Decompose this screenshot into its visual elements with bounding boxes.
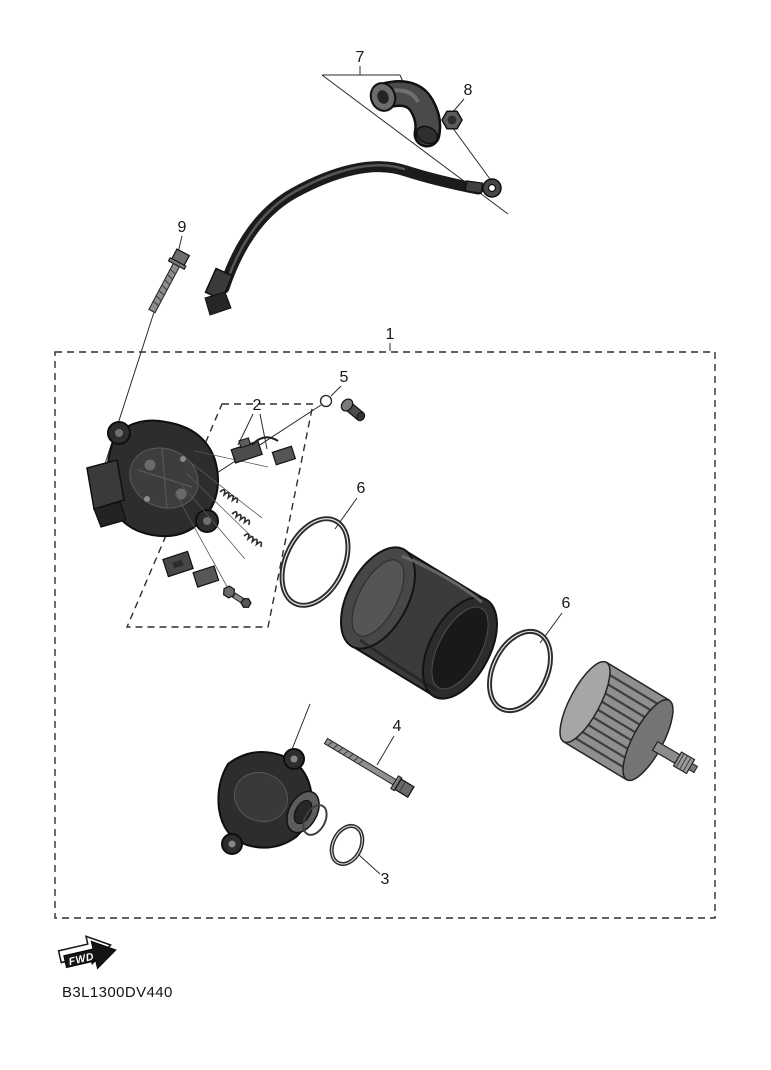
callout-4: 4 [393,718,402,735]
callout-7: 7 [356,49,365,66]
screw [319,394,366,422]
callout-3: 3 [381,871,390,888]
through-bolt [323,737,415,798]
brush-assembly-boundary-box [125,403,314,628]
rear-bracket-assembly [86,419,219,538]
o-ring-small [329,824,365,866]
yoke-housing [340,546,498,700]
fwd-label: FWD [68,951,96,968]
callout-8: 8 [464,82,473,99]
callout-1: 1 [386,326,395,343]
starter-cable [204,161,502,316]
ring-terminal [464,178,502,198]
brush-set [162,436,297,608]
armature [559,660,699,782]
o-ring-1 [279,516,351,608]
callout-2: 2 [253,397,262,414]
cable-boot [369,80,442,148]
callout-6b: 6 [562,595,571,612]
brush-springs [219,489,263,548]
armature-shaft [651,740,699,775]
callout-5: 5 [340,369,349,386]
callout-9: 9 [178,219,187,236]
callout-6a: 6 [357,480,366,497]
o-ring-2 [487,628,553,714]
mount-bolt [148,248,191,314]
cable-clamp [204,267,234,316]
assembly-boundary-box [54,351,716,919]
alignment-lines [175,450,269,593]
diagram-code: B3L1300DV440 [62,984,173,1001]
terminal-nut [441,110,463,130]
front-bracket [217,748,328,855]
fwd-direction-arrow: FWD [57,935,117,970]
callout-numbers: 1 2 3 4 5 6 6 7 8 9 [178,49,571,888]
